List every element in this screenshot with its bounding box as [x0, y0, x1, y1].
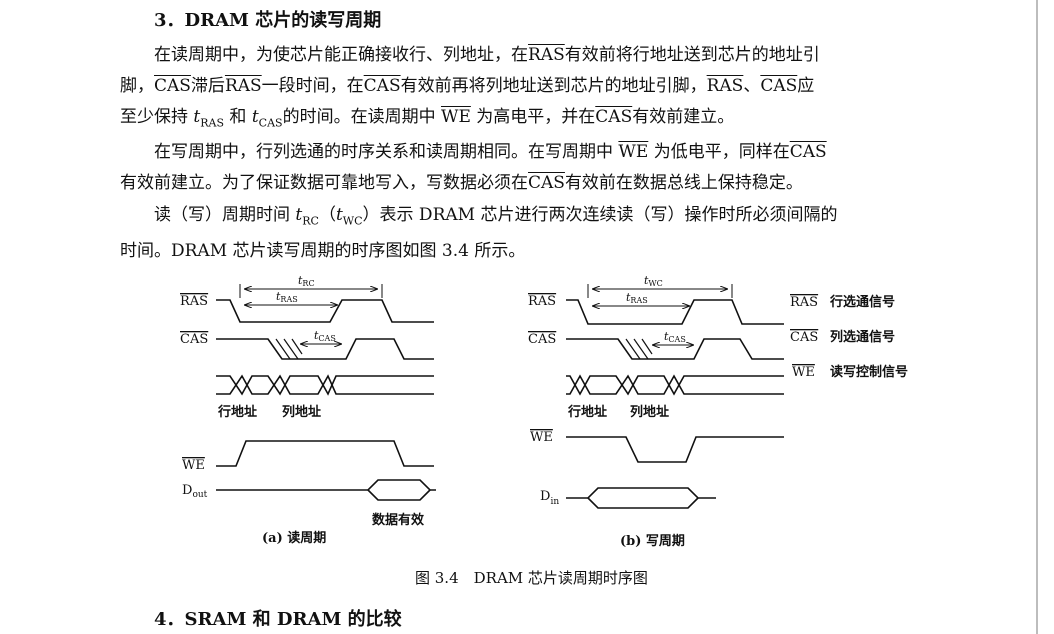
- read-address-bus-lower: [216, 374, 434, 395]
- read-tcas-label: tCAS: [314, 329, 336, 343]
- cas-signal-text: CAS: [154, 76, 191, 96]
- text: （: [318, 205, 336, 225]
- subscript: CAS: [258, 116, 283, 130]
- legend-cas-symbol: CAS: [790, 330, 818, 345]
- cas-signal-text: CAS: [760, 76, 798, 96]
- text: 和: [229, 107, 247, 127]
- text: 脚，: [120, 76, 154, 96]
- text: 有效前将行地址送到芯片的地址引: [564, 45, 820, 65]
- cas-signal-text: CAS: [528, 173, 565, 193]
- read-we-waveform: [216, 440, 434, 467]
- text: 的时间。在读周期中: [282, 107, 436, 127]
- write-address-bus-lower: [566, 374, 784, 395]
- text: 有效前在数据总线上保持稳定。: [564, 173, 803, 193]
- write-cas-label: CAS: [528, 332, 556, 347]
- legend-ras-desc: 行选通信号: [829, 294, 895, 310]
- text: 应: [797, 76, 815, 96]
- read-dout-label: Dout: [182, 483, 208, 500]
- figure-caption: 图 3.4 DRAM 芯片读周期时序图: [415, 569, 648, 587]
- write-twc-label: tWC: [644, 274, 663, 288]
- legend-we-desc: 读写控制信号: [830, 364, 908, 380]
- read-cycle-subcaption: (a) 读周期: [262, 530, 326, 546]
- text: 为高电平，并在: [476, 107, 596, 127]
- write-tras-label: tRAS: [626, 291, 648, 305]
- text: 有效前建立。为了保证数据可靠地写入，写数据必须在: [120, 173, 528, 193]
- write-ras-label: RAS: [528, 294, 556, 309]
- write-cycle-subcaption: (b) 写周期: [620, 534, 685, 549]
- cas-signal-text: CAS: [595, 107, 633, 127]
- paragraph-write-cycle: 在写周期中，行列选通的时序关系和读周期相同。在写周期中 WE 为低电平，同样在C…: [120, 137, 1000, 199]
- text: 滞后: [190, 76, 225, 96]
- read-row-address-label: 行地址: [217, 404, 257, 420]
- read-ras-waveform: [216, 299, 434, 323]
- timing-diagram-figure: RAS CAS WE Dout RAS CAS WE Din tRC tRAS …: [180, 274, 908, 587]
- write-col-address-label: 列地址: [630, 404, 669, 420]
- write-tcas-label: tCAS: [664, 330, 686, 344]
- read-data-valid-label: 数据有效: [372, 512, 425, 528]
- cas-signal-text: CAS: [789, 142, 827, 162]
- write-address-bus-upper: [566, 375, 784, 396]
- text: 时间。DRAM 芯片读写周期的时序图如图 3.4 所示。: [120, 241, 526, 262]
- write-din-lower: [587, 497, 699, 509]
- text: 一段时间，在: [261, 76, 364, 96]
- section-4-heading: 4．SRAM 和 DRAM 的比较: [154, 609, 402, 630]
- read-address-bus-upper: [216, 375, 434, 396]
- read-tras-label: tRAS: [276, 290, 298, 304]
- text: 、: [743, 76, 761, 96]
- read-trc-label: tRC: [298, 274, 315, 288]
- t-symbol: t: [295, 205, 303, 225]
- we-signal-text: WE: [440, 107, 471, 127]
- read-col-address-label: 列地址: [282, 404, 321, 420]
- text: 在写周期中，行列选通的时序关系和读周期相同。在写周期中: [154, 142, 613, 162]
- legend-we-symbol: WE: [792, 365, 815, 380]
- ras-signal-text: RAS: [224, 76, 262, 96]
- cas-signal-text: CAS: [363, 76, 401, 96]
- we-signal-text: WE: [618, 142, 649, 162]
- write-row-address-label: 行地址: [567, 404, 607, 420]
- text: 有效前再将列地址送到芯片的地址引脚，: [400, 76, 707, 96]
- write-we-label: WE: [530, 430, 553, 445]
- text: ）表示 DRAM 芯片进行两次连续读（写）操作时所必须间隔的: [362, 205, 838, 225]
- subscript: RC: [302, 214, 319, 228]
- text: 为低电平，同样在: [653, 142, 790, 162]
- subscript: WC: [342, 214, 363, 228]
- text: 在读周期中，为使芯片能正确接收行、列地址，在: [154, 45, 528, 65]
- write-cas-waveform: [566, 338, 784, 360]
- legend-cas-desc: 列选通信号: [830, 329, 895, 345]
- page-edge-rule: [1036, 0, 1038, 634]
- ras-signal-text: RAS: [706, 76, 744, 96]
- text: 读（写）周期时间: [154, 205, 290, 225]
- read-we-label: WE: [182, 458, 205, 473]
- subscript: RAS: [200, 116, 225, 130]
- write-we-waveform: [566, 436, 784, 463]
- paragraph-cycle-time: 读（写）周期时间 tRC（tWC）表示 DRAM 芯片进行两次连续读（写）操作时…: [120, 200, 1000, 267]
- t-symbol: t: [251, 107, 259, 127]
- section-3-heading: 3．DRAM 芯片的读写周期: [154, 10, 382, 31]
- read-dout-lower: [367, 489, 431, 501]
- legend-ras-symbol: RAS: [790, 295, 818, 310]
- ras-signal-text: RAS: [528, 45, 565, 65]
- text: 有效前建立。: [632, 107, 735, 127]
- write-ras-waveform: [566, 299, 784, 325]
- paragraph-read-cycle: 在读周期中，为使芯片能正确接收行、列地址，在RAS有效前将行地址送到芯片的地址引…: [120, 40, 1000, 138]
- write-din-label: Din: [540, 489, 559, 507]
- read-ras-label: RAS: [180, 294, 208, 309]
- text: 至少保持: [120, 107, 188, 127]
- read-cas-waveform: [216, 338, 434, 360]
- t-symbol: t: [335, 205, 343, 225]
- read-cas-label: CAS: [180, 332, 208, 347]
- write-din-upper: [566, 487, 716, 499]
- read-dout-upper: [216, 479, 436, 491]
- t-symbol: t: [193, 107, 201, 127]
